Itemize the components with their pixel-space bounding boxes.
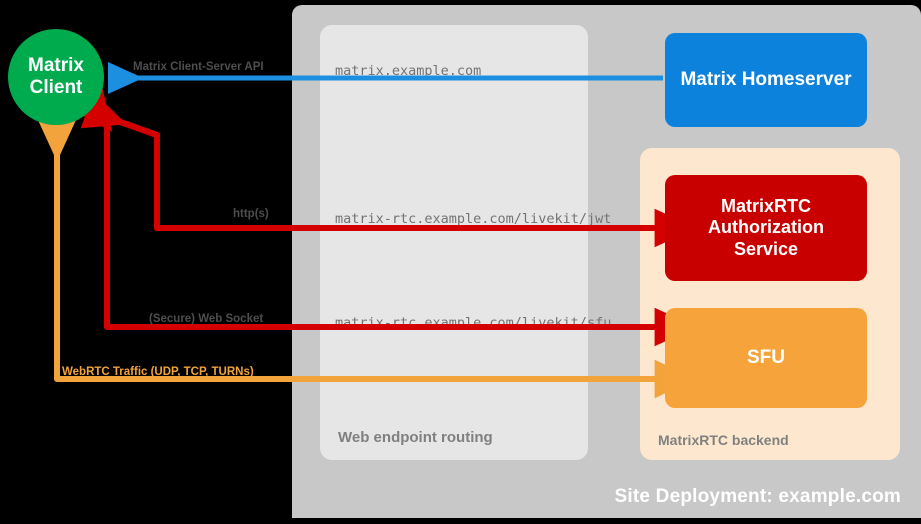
node-matrix-homeserver[interactable]: Matrix Homeserver	[665, 33, 867, 127]
edge-label-https: http(s)	[233, 208, 269, 220]
site-deployment-label: Site Deployment: example.com	[614, 486, 901, 507]
node-auth-line1: MatrixRTC	[720, 196, 811, 217]
web-endpoint-routing-label: Web endpoint routing	[338, 429, 493, 446]
node-auth-line3: Service	[733, 238, 799, 259]
node-matrixrtc-authorization-service[interactable]: MatrixRTC Authorization Service	[665, 175, 867, 281]
edge-webrtc-traffic-to-sfu	[37, 119, 697, 399]
node-auth-line2: Authorization	[708, 217, 824, 238]
node-matrix-homeserver-label: Matrix Homeserver	[680, 68, 852, 90]
node-sfu[interactable]: SFU	[665, 308, 867, 408]
endpoint-url-homeserver: matrix.example.com	[335, 63, 482, 79]
matrixrtc-backend-label: MatrixRTC backend	[658, 432, 789, 448]
node-matrix-client-line2: Client	[29, 77, 83, 98]
edge-label-secure-web-socket: (Secure) Web Socket	[149, 313, 264, 325]
node-sfu-label: SFU	[747, 346, 785, 368]
edge-secure-web-socket-to-sfu	[71, 86, 697, 347]
node-matrix-client-line1: Matrix	[28, 54, 84, 76]
edge-label-webrtc-traffic: WebRTC Traffic (UDP, TCP, TURNs)	[62, 366, 254, 378]
node-matrix-client[interactable]: Matrix Client	[8, 29, 104, 125]
edge-label-matrix-client-server-api: Matrix Client-Server API	[133, 61, 264, 73]
edge-https-to-auth-service	[80, 92, 697, 248]
